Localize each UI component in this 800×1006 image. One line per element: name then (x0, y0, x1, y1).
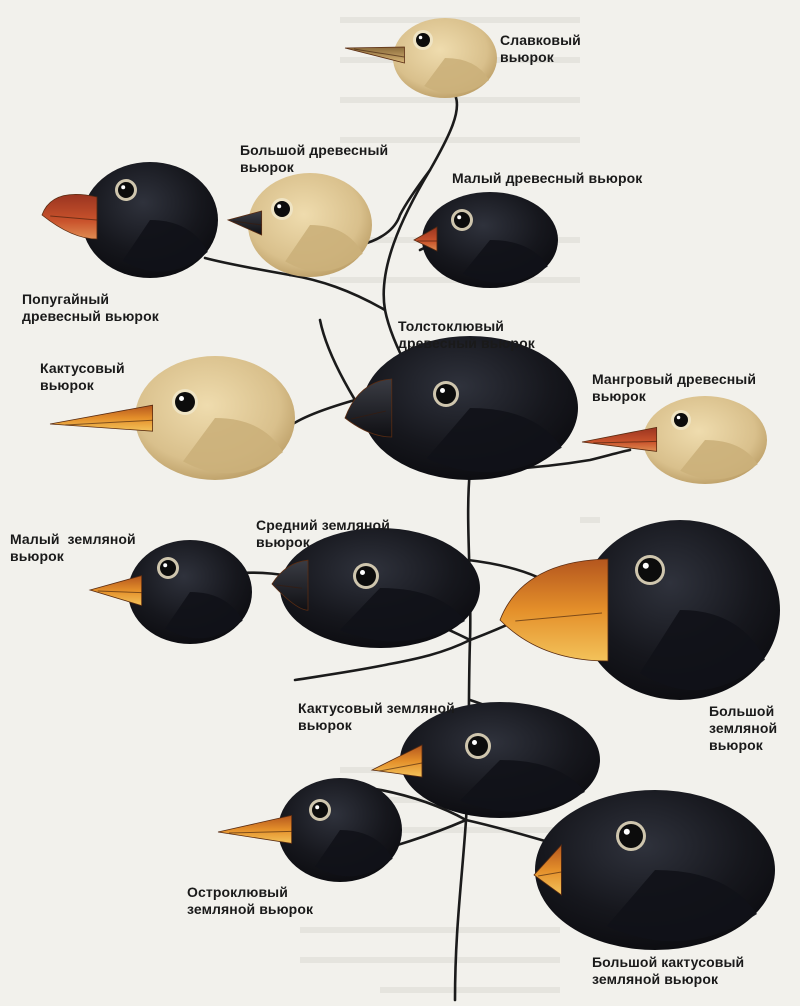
eye-glint (277, 204, 282, 209)
finch-large-cactus-head (533, 790, 775, 950)
beak-shape (344, 46, 405, 64)
beak-line (515, 612, 603, 622)
beak-shape (344, 378, 393, 438)
finch-small-tree-head (413, 192, 558, 288)
label-medium-ground: Средний земляной вьюрок (256, 517, 390, 550)
eye (416, 33, 430, 47)
beak-line (65, 419, 153, 426)
label-cactus-ground: Кактусовый земляной вьюрок (298, 700, 455, 733)
beak-line (50, 215, 98, 221)
eye-glint (315, 805, 320, 810)
eye (312, 802, 328, 818)
finch-vegetarian-head (41, 162, 218, 278)
neck-shape (183, 418, 283, 474)
finch-medium-ground-head (271, 528, 480, 648)
label-thickbill: Толстоклювый древесный вьюрок (398, 318, 535, 351)
neck-shape (122, 220, 208, 272)
eye-glint (623, 828, 630, 835)
eye-glint (163, 563, 168, 568)
neck-shape (424, 58, 490, 94)
eye-glint (418, 35, 423, 40)
neck-shape (462, 240, 548, 283)
label-small-ground: Малый земляной вьюрок (10, 531, 136, 564)
finch-small-ground-head (88, 540, 252, 644)
beak-shape (413, 226, 438, 252)
neck-shape (460, 760, 585, 812)
eye (356, 566, 376, 586)
beak-line (351, 410, 386, 420)
beak-shape (581, 426, 658, 452)
beak-line (538, 871, 562, 877)
finch-sharp-ground-head (217, 778, 402, 882)
eye (436, 384, 456, 404)
beak-line (593, 440, 657, 444)
eye (160, 560, 176, 576)
finch-woodpecker-head (49, 356, 295, 480)
neck-shape (680, 440, 758, 480)
neck-shape (285, 225, 363, 272)
eye (468, 736, 488, 756)
eye-glint (676, 415, 681, 420)
beak-line (379, 762, 423, 772)
label-large-cactus: Большой кактусовый земляной вьюрок (592, 954, 745, 987)
label-woodpecker: Кактусовый вьюрок (40, 360, 125, 393)
label-vegetarian: Попугайный древесный вьюрок (22, 291, 159, 324)
eye-glint (440, 388, 445, 393)
eye-glint (360, 570, 365, 575)
finch-warbler-head (344, 18, 497, 98)
label-large-ground: Большой земляной вьюрок (709, 703, 778, 753)
neck-shape (640, 610, 765, 691)
eye (454, 212, 470, 228)
eye-glint (472, 740, 477, 745)
eye (619, 824, 643, 848)
beak-shape (41, 194, 98, 240)
neck-shape (426, 408, 562, 473)
beak-shape (49, 404, 153, 432)
finch-large-ground-head (499, 520, 780, 700)
eye-glint (121, 185, 126, 190)
eye (674, 413, 688, 427)
beak-shape (370, 744, 423, 778)
finch-large-tree-head (226, 173, 372, 277)
beak-line (232, 220, 262, 226)
neck-shape (340, 588, 465, 642)
beak-line (229, 830, 292, 834)
label-mangrove: Мангровый древесный вьюрок (592, 371, 757, 404)
beak-line (353, 48, 405, 58)
label-large-tree: Большой древесный вьюрок (240, 142, 389, 175)
eye-glint (457, 215, 462, 220)
finch-cactus-ground-head (370, 702, 600, 818)
beak-line (276, 584, 303, 589)
eye (175, 392, 195, 412)
label-sharp-ground: Остроклювый земляной вьюрок (187, 884, 314, 917)
finch-thickbill-head (344, 336, 578, 480)
eye (274, 201, 290, 217)
label-warbler: Славковый вьюрок (500, 32, 581, 65)
neck-shape (607, 870, 757, 942)
beak-shape (271, 559, 309, 611)
label-small-tree: Малый древесный вьюрок (452, 170, 643, 186)
neck-shape (165, 592, 243, 639)
beak-line (97, 590, 142, 594)
finch-mangrove-head (581, 396, 767, 484)
beak-shape (217, 814, 293, 844)
eye (118, 182, 134, 198)
neck-shape (315, 830, 393, 877)
eye (638, 558, 662, 582)
beak-shape (88, 575, 143, 607)
eye-glint (642, 562, 649, 569)
beak-shape (533, 843, 562, 896)
beak-shape (499, 558, 609, 662)
eye-glint (179, 396, 184, 401)
